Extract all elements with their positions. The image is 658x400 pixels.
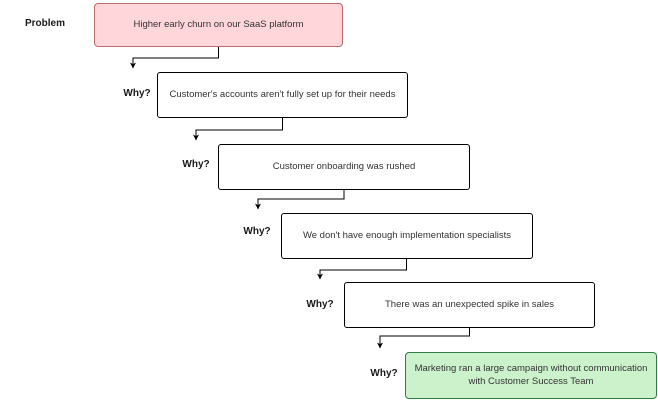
edge-why3-to-why4 xyxy=(317,259,407,280)
why-label-1: Why? xyxy=(123,88,151,99)
edge-why4-to-root-cause xyxy=(377,328,470,349)
why-3-answer-node[interactable]: We don't have enough implementation spec… xyxy=(281,213,533,259)
why-label-5: Why? xyxy=(370,368,398,379)
edge-problem-to-why1 xyxy=(130,47,219,69)
why-1-answer-node[interactable]: Customer's accounts aren't fully set up … xyxy=(157,72,408,118)
problem-label: Problem xyxy=(25,18,66,29)
why-label-3: Why? xyxy=(243,226,271,237)
why-4-answer-node[interactable]: There was an unexpected spike in sales xyxy=(344,282,595,328)
problem-node[interactable]: Higher early churn on our SaaS platform xyxy=(94,3,343,47)
why-2-answer-node[interactable]: Customer onboarding was rushed xyxy=(218,144,470,190)
root-cause-node[interactable]: Marketing ran a large campaign without c… xyxy=(405,352,657,399)
why-label-4: Why? xyxy=(306,299,334,310)
why-label-2: Why? xyxy=(182,159,210,170)
edge-why2-to-why3 xyxy=(255,190,345,210)
edge-why1-to-why2 xyxy=(193,118,283,141)
